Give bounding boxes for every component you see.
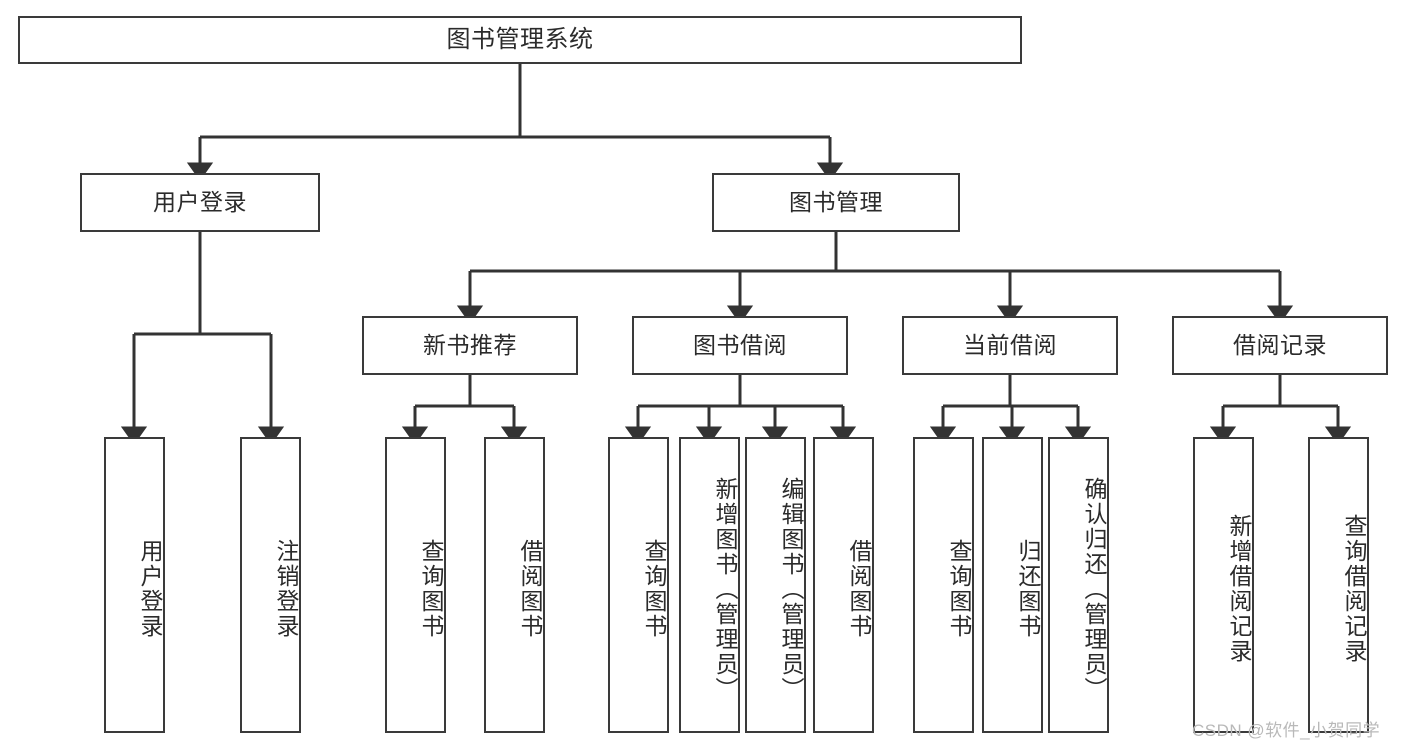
node-book-borrow[interactable]: 图书借阅 xyxy=(632,316,848,375)
leaf-query-book-1[interactable]: 查询图书 xyxy=(385,437,446,733)
leaf-return-book[interactable]: 归还图书 xyxy=(982,437,1043,733)
leaf-add-borrow-record[interactable]: 新增借阅记录 xyxy=(1193,437,1254,733)
leaf-query-book-2[interactable]: 查询图书 xyxy=(608,437,669,733)
node-new-book-recommend[interactable]: 新书推荐 xyxy=(362,316,578,375)
node-root[interactable]: 图书管理系统 xyxy=(18,16,1022,64)
node-book-manage[interactable]: 图书管理 xyxy=(712,173,960,232)
leaf-add-book-admin[interactable]: 新增图书（管理员） xyxy=(679,437,740,733)
node-borrow-record[interactable]: 借阅记录 xyxy=(1172,316,1388,375)
node-user-login[interactable]: 用户登录 xyxy=(80,173,320,232)
leaf-query-borrow-record[interactable]: 查询借阅记录 xyxy=(1308,437,1369,733)
node-current-borrow[interactable]: 当前借阅 xyxy=(902,316,1118,375)
leaf-edit-book-admin[interactable]: 编辑图书（管理员） xyxy=(745,437,806,733)
leaf-user-login[interactable]: 用户登录 xyxy=(104,437,165,733)
leaf-user-logout[interactable]: 注销登录 xyxy=(240,437,301,733)
leaf-query-book-3[interactable]: 查询图书 xyxy=(913,437,974,733)
leaf-borrow-book-1[interactable]: 借阅图书 xyxy=(484,437,545,733)
leaf-borrow-book-2[interactable]: 借阅图书 xyxy=(813,437,874,733)
leaf-confirm-return-admin[interactable]: 确认归还（管理员） xyxy=(1048,437,1109,733)
watermark-text: CSDN @软件_小贺同学 xyxy=(1192,721,1381,740)
